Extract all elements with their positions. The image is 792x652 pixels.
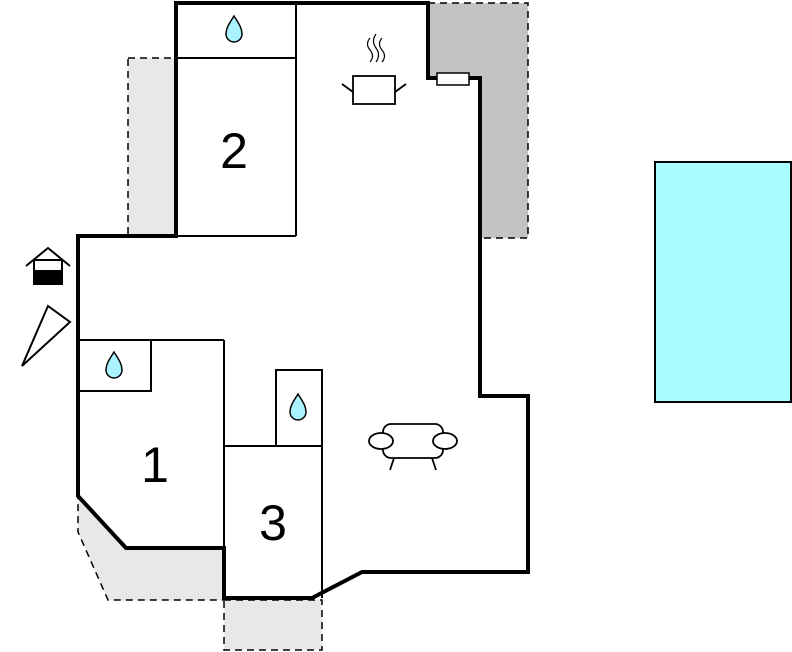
room-label-1: 1 [141, 437, 169, 493]
room-label-2: 2 [220, 123, 248, 179]
radiator-icon [436, 72, 470, 86]
house-entrance-icon [25, 246, 71, 285]
water-drop-icon [225, 14, 243, 43]
water-drop-icon [105, 350, 123, 379]
water-drop-icon [289, 392, 307, 421]
pool [654, 161, 792, 403]
kitchen-pot-icon [341, 33, 407, 105]
interior-walls [77, 3, 323, 598]
room-label-3: 3 [259, 495, 287, 551]
sofa-icon [368, 423, 458, 471]
direction-arrow-icon [21, 304, 72, 367]
terrace-bottom [223, 599, 323, 651]
terrace-left [127, 57, 177, 237]
